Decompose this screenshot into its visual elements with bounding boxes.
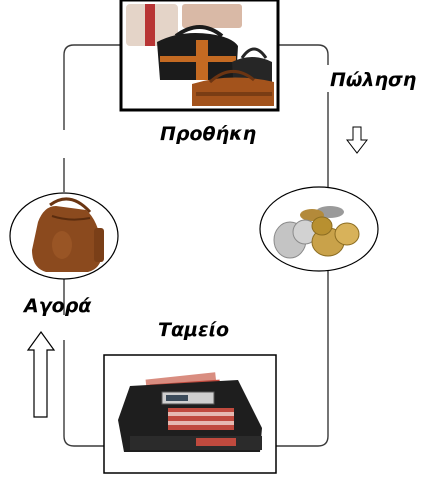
label-cashier: Ταμείο bbox=[158, 319, 230, 341]
cycle-connectors bbox=[63, 44, 329, 447]
label-sale: Πώληση bbox=[330, 69, 417, 91]
banknote-counter-image bbox=[118, 372, 262, 452]
connector-left-lower bbox=[63, 340, 104, 447]
showcase-node bbox=[119, 0, 280, 112]
arrow-up-icon bbox=[26, 330, 56, 418]
purchase-node bbox=[9, 192, 119, 280]
connector-top-left bbox=[63, 44, 120, 130]
sale-node bbox=[259, 186, 379, 272]
connector-top-right bbox=[278, 44, 329, 65]
handbags-display-image bbox=[126, 4, 274, 106]
connector-right-lower bbox=[276, 262, 329, 447]
brown-handbag-image bbox=[32, 197, 104, 272]
label-purchase: Αγορά bbox=[24, 295, 92, 317]
coins-image bbox=[273, 206, 360, 259]
arrow-down-icon bbox=[345, 126, 369, 154]
cashier-node bbox=[103, 354, 277, 474]
label-showcase: Προθήκη bbox=[160, 123, 257, 145]
